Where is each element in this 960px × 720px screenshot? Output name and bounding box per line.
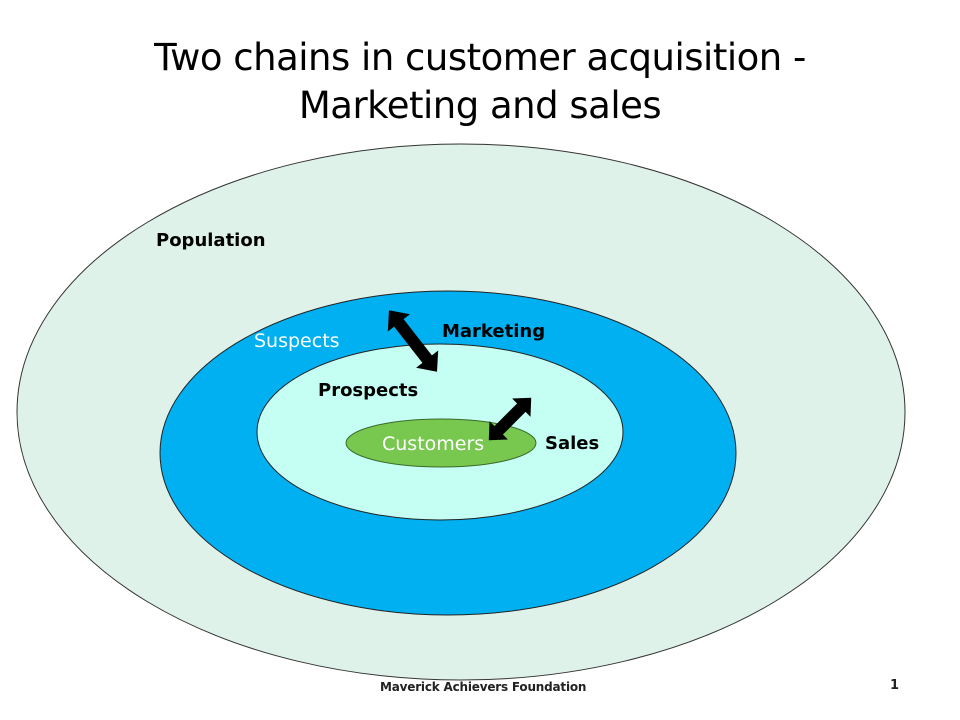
marketing-label: Marketing bbox=[442, 321, 546, 342]
sales-double-arrow-icon bbox=[488, 397, 532, 441]
slide-title: Two chains in customer acquisition - Mar… bbox=[0, 34, 960, 130]
slide-title-line-2: Marketing and sales bbox=[298, 84, 662, 127]
suspects-label: Suspects bbox=[254, 330, 340, 352]
footer-organization: Maverick Achievers Foundation bbox=[380, 680, 587, 694]
customers-label: Customers bbox=[382, 433, 485, 455]
population-label: Population bbox=[156, 230, 266, 251]
customers-ring bbox=[345, 418, 537, 468]
prospects-label: Prospects bbox=[318, 380, 419, 401]
marketing-double-arrow-icon bbox=[387, 310, 439, 372]
sales-label: Sales bbox=[545, 433, 600, 454]
slide-title-line-1: Two chains in customer acquisition - bbox=[154, 36, 806, 79]
page-number: 1 bbox=[890, 678, 900, 693]
